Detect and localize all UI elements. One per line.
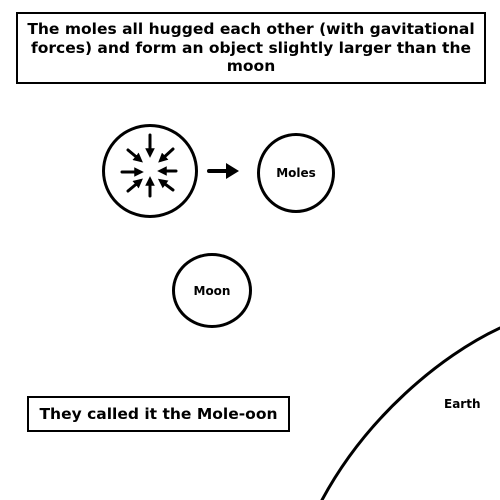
earth-label: Earth — [444, 397, 481, 411]
bottom-caption-box: They called it the Mole-oon — [27, 396, 290, 432]
moon-label: Moon — [193, 283, 231, 298]
right-arrow-icon — [207, 163, 239, 179]
moles-circle: Moles — [257, 133, 335, 213]
moles-label: Moles — [276, 166, 316, 180]
top-caption-text: The moles all hugged each other (with ga… — [27, 20, 475, 76]
moles-clump-circle — [102, 124, 198, 218]
moon-circle: Moon — [172, 253, 252, 328]
top-caption-box: The moles all hugged each other (with ga… — [16, 12, 486, 84]
inward-arrows-icon — [120, 133, 178, 198]
bottom-caption-text: They called it the Mole-oon — [39, 405, 278, 423]
